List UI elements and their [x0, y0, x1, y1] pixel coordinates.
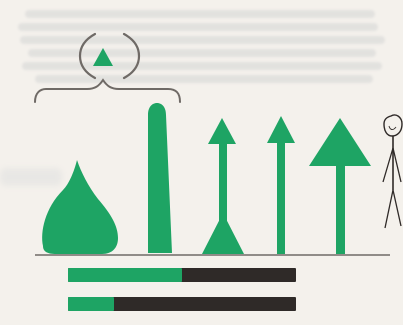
- simple-upward-arrow: [267, 116, 295, 254]
- arrow-head-top: [208, 118, 236, 144]
- brace-icon: [35, 80, 180, 102]
- arrow-base-triangle: [202, 213, 244, 254]
- arrow-with-double-triangles: [202, 118, 244, 254]
- progress-bar-2-fill: [68, 297, 114, 311]
- simple-arrow-head: [267, 116, 295, 143]
- large-arrow-head: [309, 118, 371, 166]
- tall-rounded-pillar: [148, 103, 172, 253]
- progress-bar-1-fill: [68, 268, 182, 282]
- symbol-parentheses-group: [80, 34, 139, 78]
- progress-bars: [68, 268, 296, 311]
- large-arrow-shaft: [336, 166, 345, 254]
- shape-group: [42, 103, 371, 254]
- large-upward-arrow: [309, 118, 371, 254]
- simple-arrow-shaft: [277, 143, 285, 254]
- person-figure-icon: [383, 115, 402, 228]
- triangle-icon: [93, 48, 113, 66]
- left-parenthesis: [80, 34, 95, 78]
- arrow-shaft: [219, 144, 227, 222]
- right-parenthesis: [124, 34, 139, 78]
- filled-triangle-with-rounded-base: [42, 160, 118, 254]
